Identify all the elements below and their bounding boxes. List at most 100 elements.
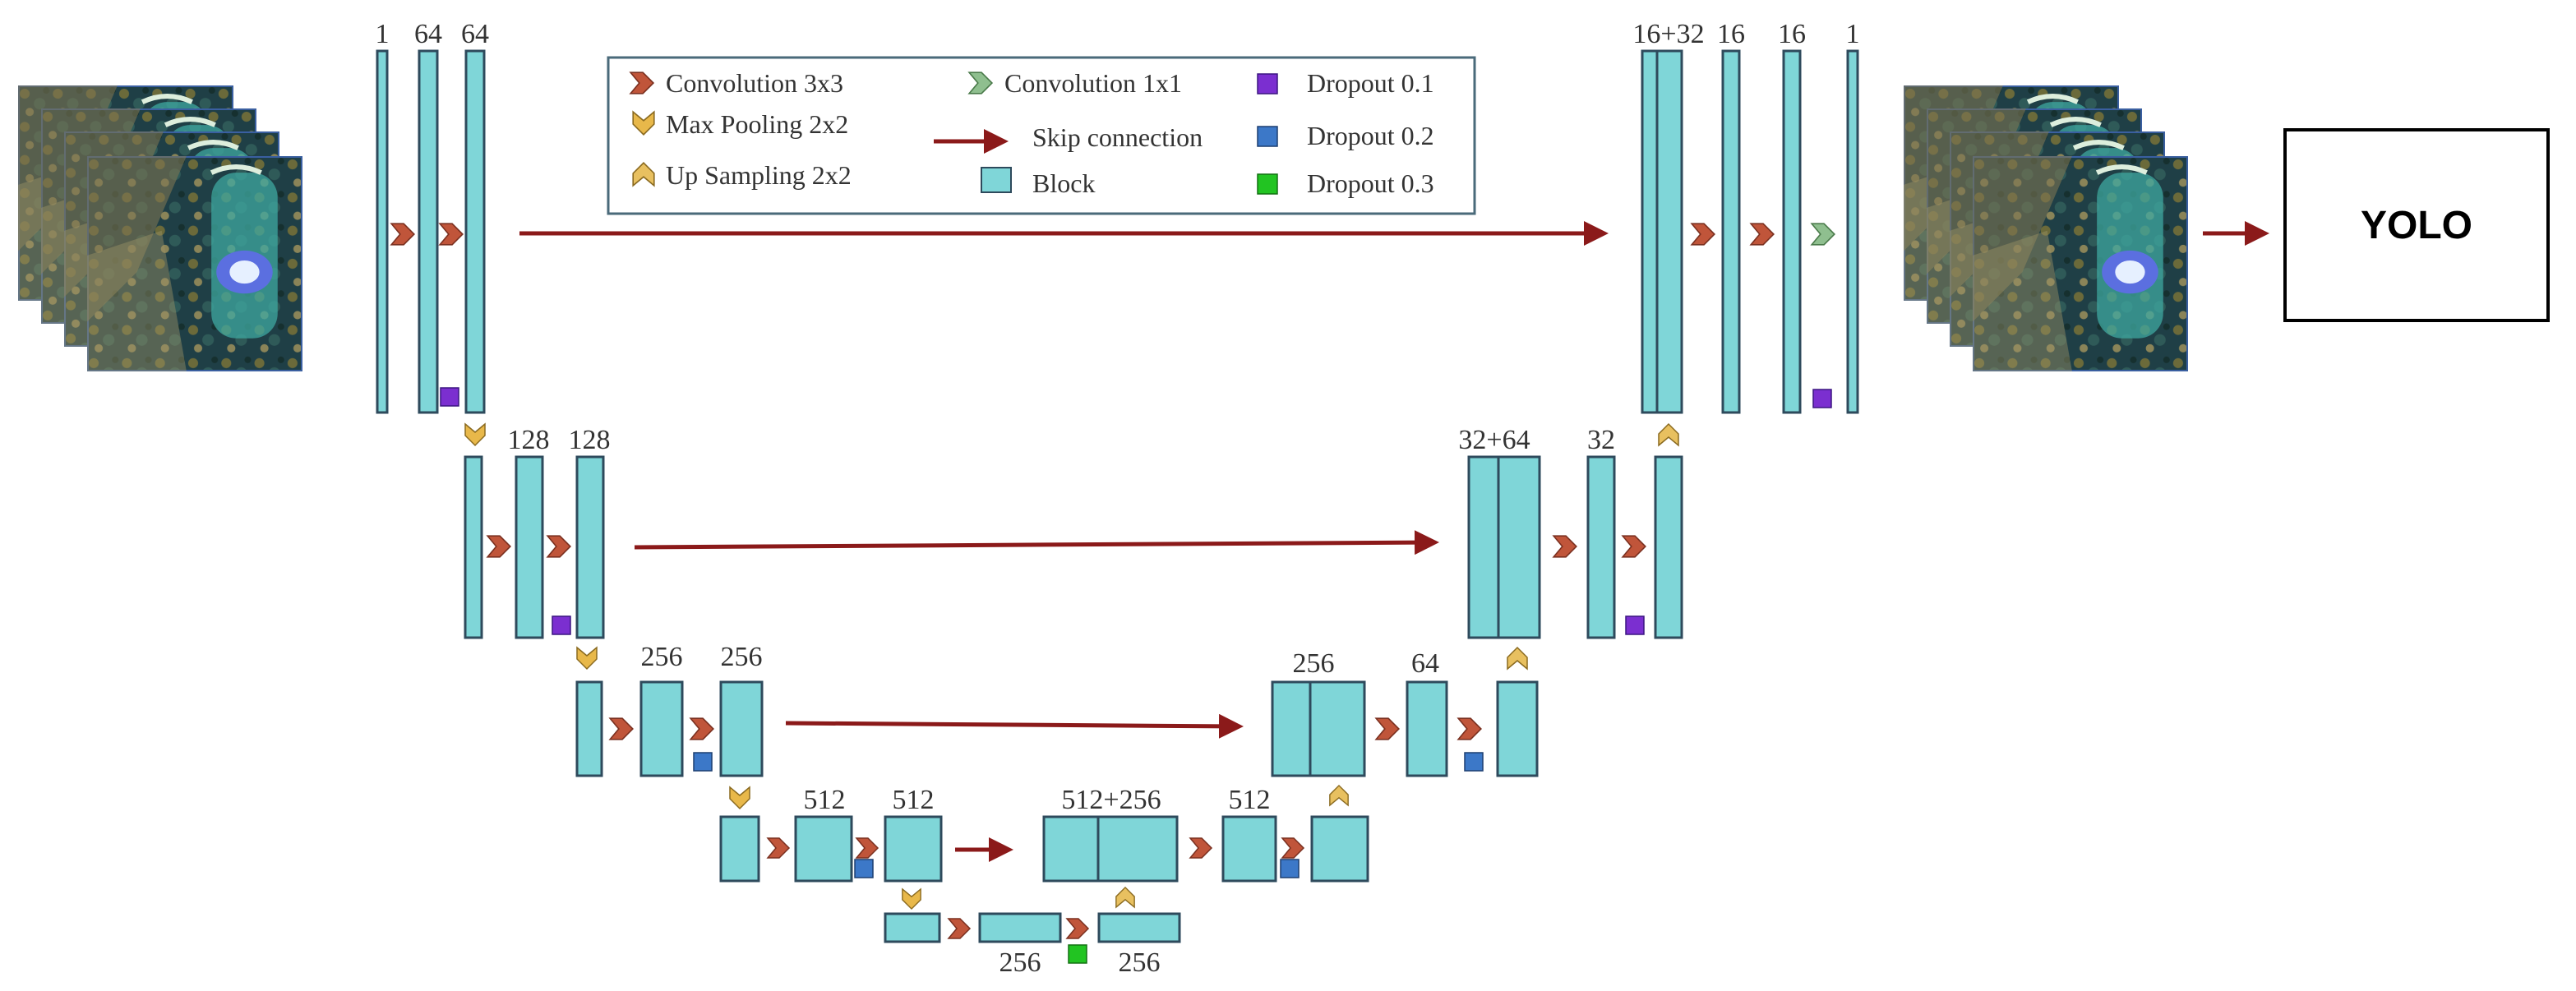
legend-frame <box>607 56 1476 215</box>
channel-label: 256 <box>1293 648 1335 679</box>
skip-connection-arrow <box>785 713 1244 739</box>
dropout-0-2-icon <box>1464 752 1484 772</box>
feature-block <box>575 455 605 639</box>
skip-connections <box>519 221 1609 862</box>
skip-connection-arrow <box>634 530 1439 555</box>
feature-block <box>639 680 684 777</box>
feature-block <box>1497 455 1541 639</box>
channel-label: 512 <box>1229 785 1271 815</box>
channel-label: 64 <box>414 19 442 49</box>
conv1x1-icon <box>1811 223 1835 246</box>
maxpool-icon <box>902 888 921 910</box>
conv3x3-icon <box>1189 837 1212 859</box>
channel-label: 16 <box>1717 19 1745 49</box>
conv3x3-icon <box>1553 535 1577 558</box>
conv3x3-icon <box>390 223 415 246</box>
feature-block <box>464 455 483 639</box>
maxpool-icon <box>729 786 750 809</box>
dropout-0-2-icon <box>693 752 713 772</box>
feature-block <box>376 49 389 414</box>
legend-block: Block <box>1032 168 1095 198</box>
feature-block <box>1310 815 1369 883</box>
channel-label: 1 <box>376 19 390 49</box>
feature-block <box>794 815 853 883</box>
decoder-level-3: 256 64 <box>1271 648 1539 777</box>
conv3x3-icon <box>1691 223 1715 246</box>
channel-label: 512 <box>804 785 846 815</box>
decoder-level-1: 16+32 16 16 1 <box>1632 19 1860 414</box>
channel-label: 1 <box>1846 19 1860 49</box>
feature-block <box>1309 680 1366 777</box>
feature-block <box>1782 49 1802 414</box>
feature-block <box>515 455 544 639</box>
feature-block <box>1467 455 1500 639</box>
yolo-box-frame <box>2283 128 2550 322</box>
conv3x3-icon <box>1622 535 1646 558</box>
feature-block <box>719 680 764 777</box>
channel-label: 128 <box>569 425 611 455</box>
feature-block <box>1655 49 1683 414</box>
dropout-0-1-icon <box>1625 615 1645 635</box>
conv3x3-icon <box>690 717 714 740</box>
dropout-0-3-icon <box>1257 173 1278 195</box>
channel-label: 256 <box>1119 947 1161 978</box>
conv3x3-icon <box>948 918 971 939</box>
channel-label: 256 <box>641 642 683 672</box>
yolo-label: YOLO <box>2361 204 2472 247</box>
channel-label: 512 <box>893 785 935 815</box>
conv3x3-icon <box>1281 837 1304 859</box>
conv3x3-icon <box>1375 717 1400 740</box>
channel-label: 64 <box>1411 648 1439 679</box>
legend-dropout-0-3: Dropout 0.3 <box>1307 168 1434 198</box>
decoder-level-2: 32+64 32 <box>1458 425 1683 639</box>
encoder-level-1: 1 64 64 <box>376 19 489 414</box>
upsample-icon <box>1329 785 1349 806</box>
channel-label: 32+64 <box>1458 425 1530 455</box>
channel-label: 16+32 <box>1632 19 1704 49</box>
legend-dropout-0-1: Dropout 0.1 <box>1307 68 1434 98</box>
block-icon <box>981 167 1012 193</box>
maxpool-icon <box>464 423 486 446</box>
dropout-0-1-icon <box>552 615 571 635</box>
feature-block <box>1097 912 1181 943</box>
channel-label: 256 <box>999 947 1041 978</box>
bottleneck: 256 256 <box>884 912 1181 978</box>
dropout-0-2-icon <box>1257 126 1278 147</box>
upsample-icon <box>1115 887 1135 908</box>
feature-block <box>884 815 943 883</box>
dropout-0-1-icon <box>1257 73 1278 94</box>
input-image-4 <box>87 156 302 371</box>
yolo-box: YOLO <box>2283 128 2550 322</box>
conv3x3-icon <box>609 717 634 740</box>
conv3x3-icon <box>856 837 879 859</box>
feature-block <box>978 912 1062 943</box>
encoder-level-4: 512 512 <box>719 785 943 883</box>
dropout-0-1-icon <box>1812 389 1832 408</box>
output-image-4 <box>1973 156 2188 371</box>
output-image-stack <box>1904 85 2188 371</box>
conv3x3-icon <box>439 223 464 246</box>
legend-maxpool: Max Pooling 2x2 <box>666 109 848 139</box>
dropout-0-2-icon <box>854 859 874 878</box>
feature-block <box>575 680 603 777</box>
conv3x3-icon <box>487 535 511 558</box>
feature-block <box>1096 815 1179 883</box>
channel-label: 16 <box>1778 19 1806 49</box>
decoder-level-4: 512+256 512 <box>1042 785 1369 883</box>
channel-label: 512+256 <box>1061 785 1161 815</box>
legend: Convolution 3x3 Convolution 1x1 Dropout … <box>607 56 1476 215</box>
feature-block <box>1042 815 1100 883</box>
feature-block <box>1496 680 1539 777</box>
legend-skip-connection: Skip connection <box>1032 122 1203 152</box>
feature-block <box>1271 680 1312 777</box>
conv3x3-icon <box>1457 717 1482 740</box>
channel-label: 128 <box>508 425 550 455</box>
maxpool-icon <box>576 647 598 670</box>
legend-conv1x1: Convolution 1x1 <box>1004 68 1182 98</box>
legend-dropout-0-2: Dropout 0.2 <box>1307 121 1434 150</box>
conv3x3-icon <box>1066 918 1089 939</box>
channel-label: 32 <box>1587 425 1615 455</box>
feature-block <box>1846 49 1859 414</box>
upsample-icon <box>1507 647 1528 670</box>
conv3x3-icon <box>767 837 790 859</box>
